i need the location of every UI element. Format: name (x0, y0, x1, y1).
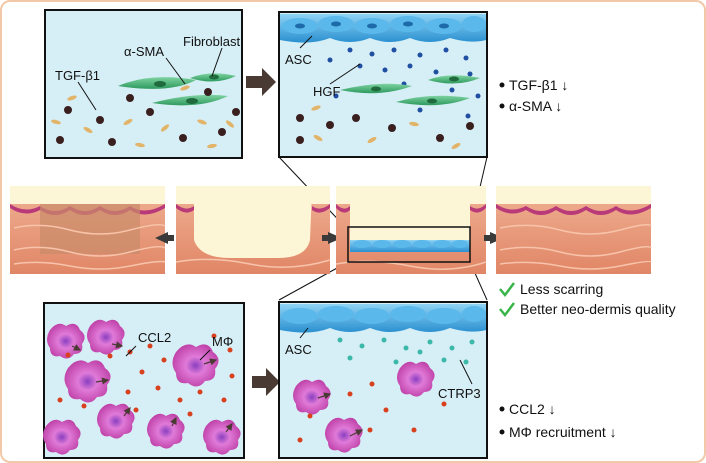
ccl2-molecules (57, 333, 235, 417)
panel-bottom-left: CCL2 MΦ (43, 302, 245, 459)
tgf-molecules (51, 85, 240, 149)
effect-ccl2-down: CCL2 ↓ (509, 401, 556, 417)
label-asc-bottom: ASC (285, 342, 312, 357)
label-alpha-sma: α-SMA (124, 44, 164, 59)
check-icon (499, 302, 515, 318)
asc-cell-layer (280, 14, 486, 43)
outcome-better-neodermis: Better neo-dermis quality (520, 301, 676, 317)
asc-cell-layer-bottom (280, 304, 486, 333)
effect-asma-down: α-SMA ↓ (509, 98, 562, 114)
arrow-icon (322, 232, 342, 244)
check-icon (499, 282, 515, 298)
bullet-icon (499, 406, 505, 412)
fibroblast-cells-treated (340, 75, 480, 106)
arrow-icon (252, 368, 280, 396)
skin-healed (496, 186, 652, 274)
panel-bottom-right: ASC CTRP3 (278, 301, 488, 459)
label-fibroblast: Fibroblast (183, 34, 240, 49)
arrow-icon (155, 232, 174, 244)
label-hgf: HGF (313, 84, 341, 99)
macrophage-cells-reduced (293, 361, 435, 453)
zoom-box (347, 226, 471, 263)
label-asc-top: ASC (285, 52, 312, 67)
effects-top-list: TGF-β1 ↓ α-SMA ↓ (499, 77, 568, 114)
skin-treated-wound (335, 186, 487, 274)
bullet-icon (499, 82, 505, 88)
ctrp3-molecules (337, 337, 475, 365)
label-ctrp3: CTRP3 (438, 386, 481, 401)
outcomes-list: Less scarring Better neo-dermis quality (499, 281, 676, 318)
panel-top-left: TGF-β1 α-SMA Fibroblast (44, 9, 243, 159)
skin-sequence (10, 186, 652, 274)
bullet-icon (499, 103, 505, 109)
migration-arrows-reduced (317, 392, 364, 437)
effect-tgf-down: TGF-β1 ↓ (509, 77, 568, 93)
migration-arrows (71, 341, 233, 433)
arrow-icon (246, 68, 276, 96)
label-ccl2: CCL2 (138, 330, 171, 345)
ccl2-molecules-reduced (297, 381, 447, 443)
skin-scar-tissue (10, 186, 166, 274)
fibroblast-cells (118, 73, 236, 106)
panel-top-right: ASC HGF (278, 11, 488, 158)
macrophage-cells (43, 319, 241, 455)
outcome-less-scarring: Less scarring (520, 281, 603, 297)
label-tgf-b1: TGF-β1 (55, 68, 100, 83)
effect-macrophage-recruitment-down: MΦ recruitment ↓ (509, 424, 617, 440)
skin-wound (175, 186, 331, 274)
tgf-molecules-reduced (296, 105, 474, 150)
effects-bottom-list: CCL2 ↓ MΦ recruitment ↓ (499, 401, 617, 440)
bullet-icon (499, 429, 505, 435)
label-macrophage: MΦ (212, 334, 233, 349)
